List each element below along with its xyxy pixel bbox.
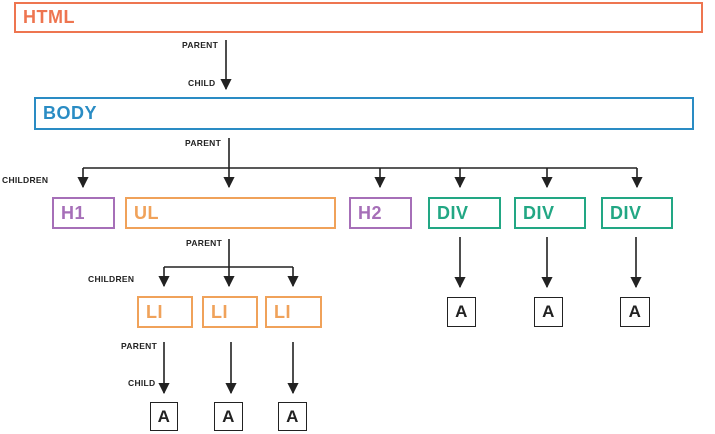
node-div-3: DIV [601,197,673,229]
label-parent-body: PARENT [185,138,222,148]
node-a-li-2: A [214,402,243,431]
node-li-1: LI [137,296,193,328]
node-li-2: LI [202,296,258,328]
node-li-3: LI [265,296,322,328]
label-parent-ul: PARENT [186,238,223,248]
label-parent-html: PARENT [182,40,219,50]
label-parent-li: PARENT [121,341,158,351]
node-div-1: DIV [428,197,501,229]
label-child-body: CHILD [188,78,216,88]
node-body: BODY [34,97,694,130]
node-a-li-1: A [150,402,178,431]
label-child-a: CHILD [128,378,156,388]
node-div-2: DIV [514,197,586,229]
node-a-div-3: A [620,297,650,327]
node-a-div-2: A [534,297,563,327]
node-a-li-3: A [278,402,307,431]
label-children-body: CHILDREN [2,175,49,185]
node-a-div-1: A [447,297,476,327]
label-children-ul: CHILDREN [88,274,135,284]
node-ul: UL [125,197,336,229]
node-h2: H2 [349,197,412,229]
node-html: HTML [14,2,703,33]
node-h1: H1 [52,197,115,229]
